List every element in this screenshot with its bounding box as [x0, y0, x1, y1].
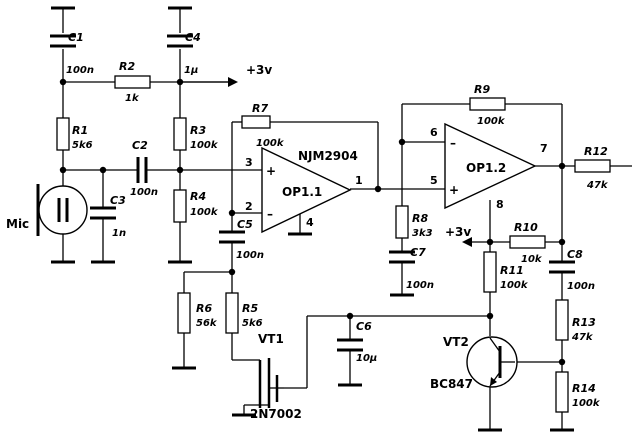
label-r14: R14 — [572, 382, 596, 395]
label-r6: R6 — [196, 302, 212, 315]
label-r2: R2 — [119, 60, 135, 73]
label-op1-2: OP1.2 — [466, 161, 506, 175]
value-r1: 5k6 — [72, 140, 93, 151]
value-c1: 100n — [66, 65, 94, 76]
value-r14: 100k — [572, 398, 601, 409]
resistor-r10 — [509, 235, 546, 249]
resistor-r1 — [56, 117, 70, 151]
resistor-r5 — [225, 292, 239, 334]
part-vt2: BC847 — [430, 377, 473, 391]
value-r12: 47k — [586, 180, 609, 191]
label-r5: R5 — [242, 302, 258, 315]
capacitor-c3 — [90, 206, 116, 220]
resistor-r6 — [177, 292, 191, 334]
label-c7: C7 — [410, 246, 426, 259]
pin-op2-vcc: 8 — [496, 198, 504, 211]
capacitor-c5 — [219, 230, 245, 244]
opamp-op1-1 — [261, 146, 352, 234]
value-c8: 100n — [567, 281, 595, 292]
transistor-vt2 — [466, 336, 518, 388]
op2-plus-sign: + — [449, 183, 459, 197]
supply-label-top: +3v — [246, 63, 272, 77]
part-vt1: 2N7002 — [250, 407, 302, 421]
value-r10: 10k — [521, 254, 543, 265]
label-r12: R12 — [584, 145, 608, 158]
label-c2: C2 — [132, 139, 148, 152]
label-c1: C1 — [68, 31, 84, 44]
wires — [62, 8, 632, 430]
capacitor-c8 — [549, 260, 575, 274]
value-r4: 100k — [190, 207, 219, 218]
supply-arrow-mid — [462, 237, 472, 247]
op1-minus-sign: – — [267, 207, 273, 221]
value-r5: 5k6 — [242, 318, 263, 329]
resistor-r14 — [555, 371, 569, 413]
capacitor-c6 — [337, 338, 363, 352]
microphone-symbol — [36, 184, 88, 236]
op1-plus-sign: + — [266, 164, 276, 178]
capacitor-c7 — [389, 250, 415, 264]
value-r9: 100k — [477, 116, 506, 127]
value-r8: 3k3 — [412, 228, 433, 239]
value-c7: 100n — [406, 280, 434, 291]
resistor-r7 — [241, 115, 271, 129]
opamp-part-number: NJM2904 — [298, 149, 358, 163]
label-c3: C3 — [110, 194, 126, 207]
pin-op2-out: 7 — [540, 142, 548, 155]
value-c6: 10µ — [356, 353, 377, 364]
capacitor-c1 — [50, 34, 76, 48]
resistor-r2 — [114, 75, 151, 89]
label-r7: R7 — [252, 102, 268, 115]
label-mic: Mic — [6, 217, 29, 231]
label-c4: C4 — [185, 31, 201, 44]
value-c4: 1µ — [184, 65, 198, 76]
resistor-r4 — [173, 189, 187, 223]
label-vt1: VT1 — [258, 332, 284, 346]
capacitor-c2 — [136, 157, 148, 183]
label-c5: C5 — [237, 218, 253, 231]
capacitor-c4 — [167, 34, 193, 48]
resistor-r9 — [469, 97, 506, 111]
label-c8: C8 — [567, 248, 583, 261]
op2-minus-sign: – — [450, 136, 456, 150]
value-c3: 1n — [112, 228, 126, 239]
label-c6: C6 — [356, 320, 372, 333]
label-r1: R1 — [72, 124, 88, 137]
value-c5: 100n — [236, 250, 264, 261]
value-r7: 100k — [256, 138, 285, 149]
value-r13: 47k — [571, 332, 594, 343]
pin-op1-plus: 3 — [245, 156, 253, 169]
supply-arrow-top — [180, 77, 238, 87]
label-r10: R10 — [514, 221, 538, 234]
label-r13: R13 — [572, 316, 596, 329]
pin-op1-gnd: 4 — [306, 216, 314, 229]
label-r8: R8 — [412, 212, 428, 225]
value-c2: 100n — [130, 187, 158, 198]
value-r2: 1k — [125, 93, 140, 104]
transistor-vt1 — [258, 358, 284, 408]
label-r4: R4 — [190, 190, 206, 203]
pin-op2-plus: 5 — [430, 174, 438, 187]
value-r3: 100k — [190, 140, 219, 151]
opamp-op1-2 — [444, 122, 537, 210]
resistor-r13 — [555, 299, 569, 341]
resistor-r11 — [483, 251, 497, 293]
pin-op2-minus: 6 — [430, 126, 438, 139]
label-vt2: VT2 — [443, 335, 469, 349]
resistor-r8 — [395, 205, 409, 239]
label-op1-1: OP1.1 — [282, 185, 322, 199]
supply-label-mid: +3v — [445, 225, 471, 239]
label-r11: R11 — [500, 264, 524, 277]
value-r6: 56k — [196, 318, 218, 329]
value-r11: 100k — [500, 280, 529, 291]
resistor-r3 — [173, 117, 187, 151]
resistor-r12 — [574, 159, 611, 173]
ground-symbols — [51, 6, 574, 432]
label-r3: R3 — [190, 124, 206, 137]
label-r9: R9 — [474, 83, 490, 96]
junctions — [59, 78, 566, 366]
pin-op1-out: 1 — [355, 174, 363, 187]
pin-op1-minus: 2 — [245, 200, 253, 213]
